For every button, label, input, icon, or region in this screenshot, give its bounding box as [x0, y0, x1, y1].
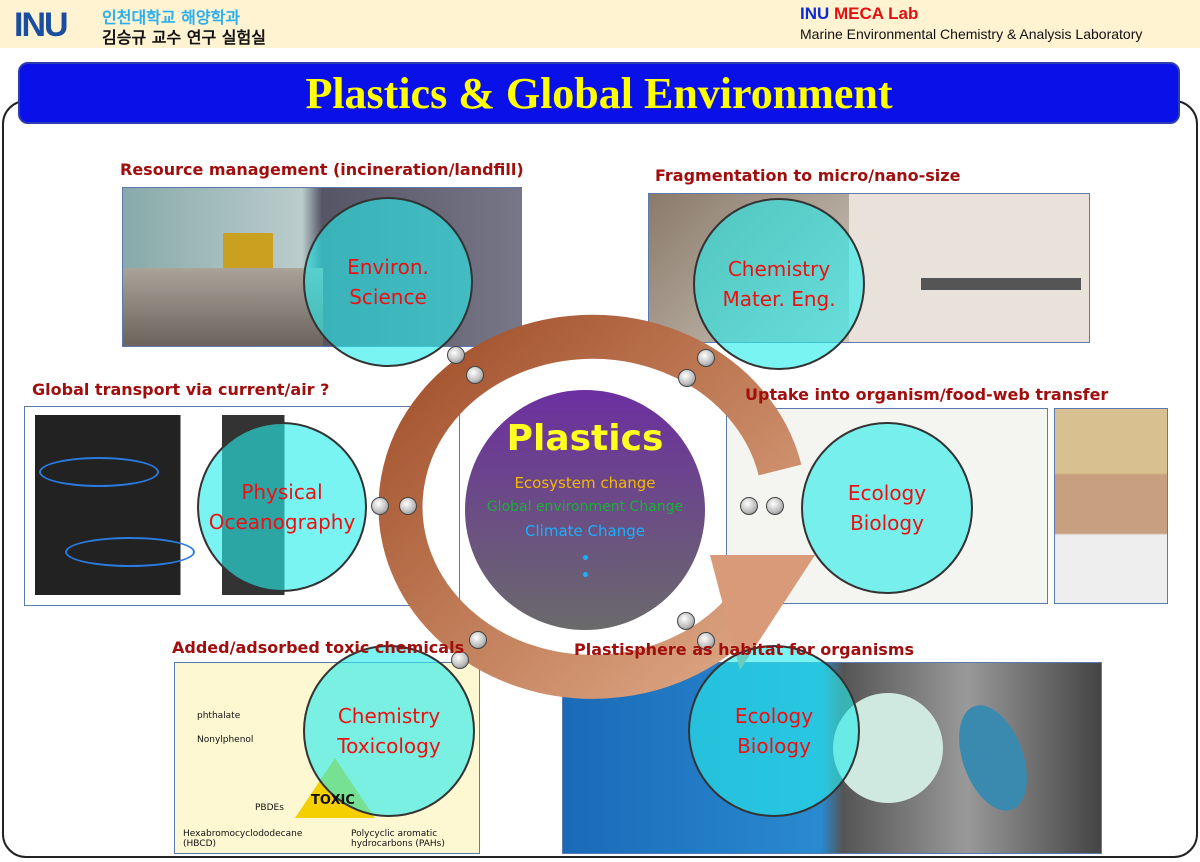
- phthalate-label: phthalate: [197, 711, 241, 721]
- ellipsis-dot: [582, 572, 588, 577]
- page-title: Plastics & Global Environment: [18, 62, 1180, 124]
- ring-arc: [378, 314, 802, 699]
- nonylphenol-label: Nonylphenol: [197, 735, 254, 745]
- bolt-icon: [451, 651, 469, 669]
- caption-uptake: Uptake into organism/food-web transfer: [745, 385, 1109, 404]
- bolt-icon: [697, 632, 715, 650]
- caption-fragmentation: Fragmentation to micro/nano-size: [655, 166, 961, 185]
- impact-global-environment: Global environment Change: [486, 499, 684, 515]
- bolt-icon: [371, 497, 389, 515]
- ring-arrowhead: [710, 555, 815, 670]
- bolt-icon: [399, 497, 417, 515]
- impact-ecosystem: Ecosystem change: [514, 474, 656, 492]
- hbcd-label: Hexabromocyclododecane (HBCD): [183, 829, 303, 849]
- bolt-icon: [466, 366, 484, 384]
- caption-toxic: Added/adsorbed toxic chemicals: [172, 638, 465, 657]
- bolt-icon: [740, 497, 758, 515]
- caption-resource: Resource management (incineration/landfi…: [120, 160, 524, 179]
- center-title: Plastics: [506, 418, 664, 459]
- lab-name: INU MECA Lab: [800, 4, 919, 23]
- caption-transport: Global transport via current/air ?: [32, 380, 330, 399]
- organism-photos: [1054, 408, 1168, 604]
- bolt-icon: [766, 497, 784, 515]
- caption-plastisphere: Plastisphere as habitat for organisms: [574, 640, 915, 659]
- inu-logo: INU: [14, 6, 69, 44]
- pbde-label: PBDEs: [255, 803, 284, 813]
- impact-climate: Climate Change: [525, 522, 645, 540]
- bolt-icon: [677, 612, 695, 630]
- pah-label: Polycyclic aromatic hydrocarbons (PAHs): [351, 829, 445, 849]
- bolt-icon: [469, 631, 487, 649]
- toxic-sign: TOXIC: [311, 793, 355, 808]
- lab-full-name: Marine Environmental Chemistry & Analysi…: [800, 26, 1143, 42]
- header-bar: [0, 0, 1200, 48]
- plastics-center-circle: Plastics Ecosystem change Global environ…: [465, 390, 705, 630]
- bolt-icon: [697, 349, 715, 367]
- bolt-icon: [678, 369, 696, 387]
- discipline-environ-science: Environ.Science: [303, 197, 473, 367]
- ellipsis-dot: [582, 555, 588, 560]
- bolt-icon: [447, 346, 465, 364]
- lab-korean-name: 김승규 교수 연구 실험실: [102, 28, 266, 47]
- department-name: 인천대학교 해양학과: [102, 8, 241, 27]
